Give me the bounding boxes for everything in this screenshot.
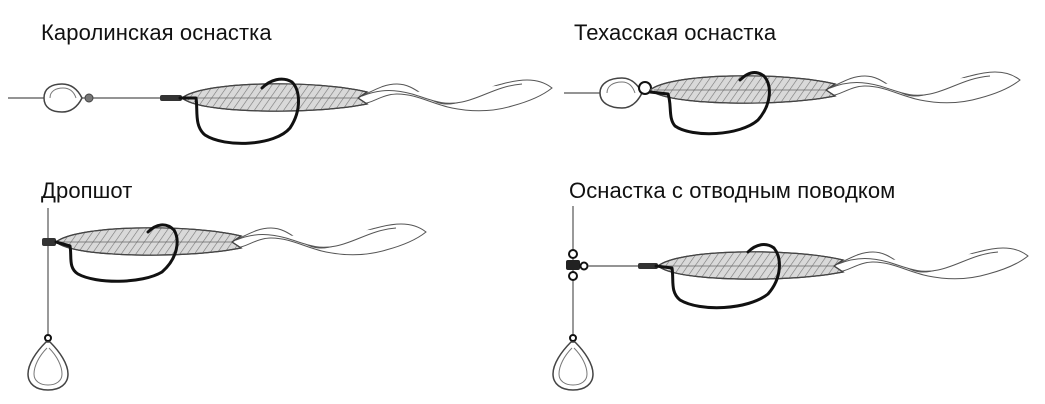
title-texas-rig: Техасская оснастка bbox=[574, 20, 777, 45]
hook-knot bbox=[42, 238, 56, 246]
dropshot-rig bbox=[27, 208, 427, 391]
hook bbox=[654, 243, 781, 310]
swivel bbox=[160, 95, 182, 101]
swivel-ring-top bbox=[568, 249, 578, 259]
swivel-ring-side bbox=[579, 261, 589, 271]
lure bbox=[55, 223, 427, 256]
hook bbox=[178, 77, 300, 145]
title-dropshot-rig: Дропшот bbox=[41, 178, 133, 203]
three-way-swivel bbox=[566, 260, 580, 270]
title-drop-leader-rig: Оснастка с отводным поводком bbox=[569, 178, 896, 203]
lure bbox=[181, 79, 553, 112]
bell-sinker bbox=[27, 334, 69, 391]
lure bbox=[649, 71, 1021, 104]
hook bbox=[54, 223, 179, 283]
swivel-ring-bottom bbox=[568, 271, 578, 281]
hook bbox=[648, 71, 771, 136]
carolina-rig bbox=[8, 77, 553, 145]
hook-eye bbox=[638, 81, 652, 95]
leader-swivel bbox=[638, 263, 658, 269]
drop-leader-rig bbox=[552, 206, 1029, 391]
lure bbox=[657, 247, 1029, 280]
title-carolina-rig: Каролинская оснастка bbox=[41, 20, 272, 45]
texas-rig bbox=[564, 71, 1021, 136]
bell-sinker bbox=[552, 334, 594, 391]
bead bbox=[84, 93, 94, 103]
